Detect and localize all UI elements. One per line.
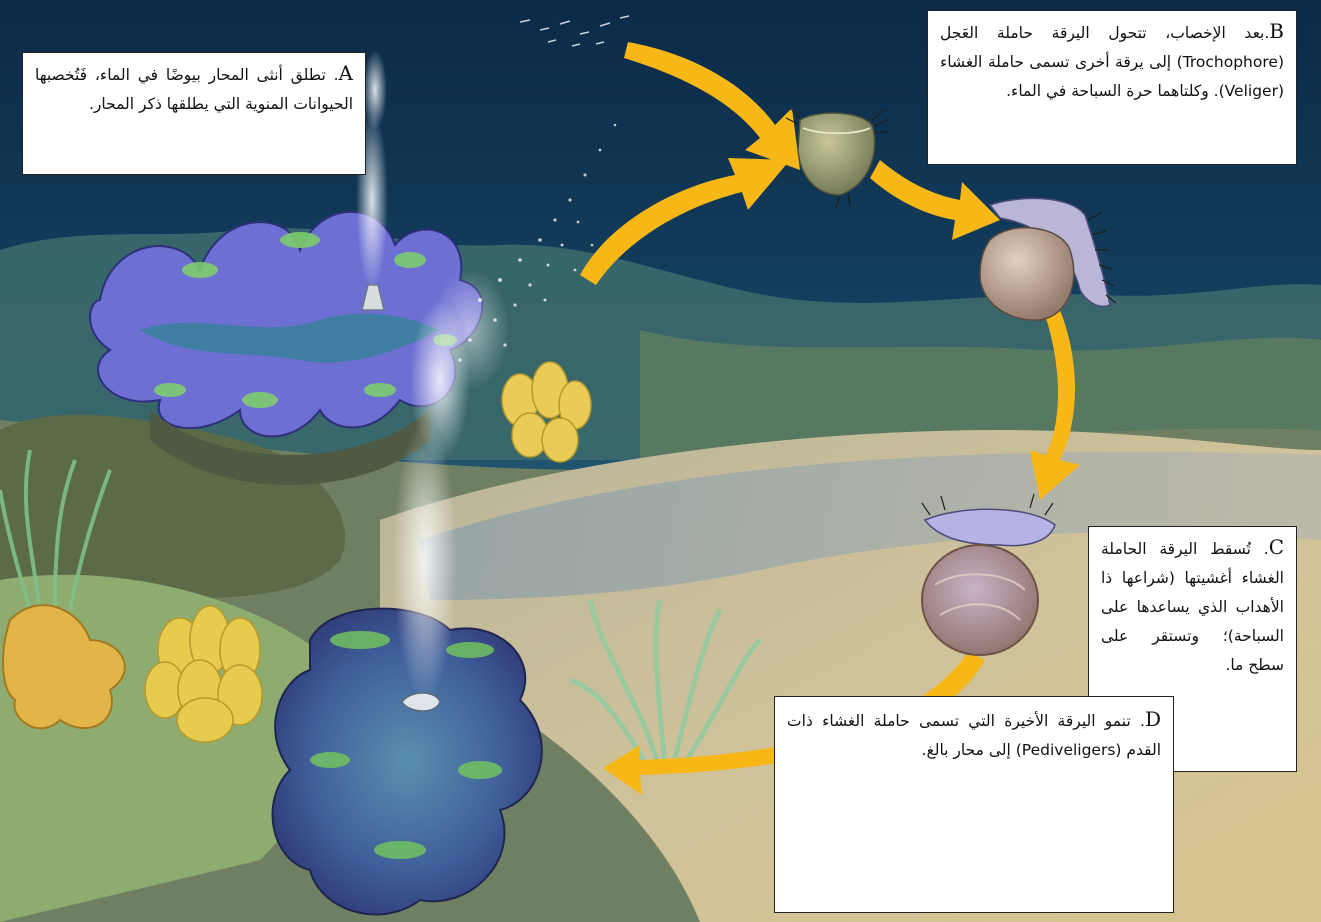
- stage-c-letter: C: [1269, 535, 1284, 559]
- stage-c-text: . تُسقط اليرقة الحاملة الغشاء أغشيتها (ش…: [1101, 540, 1284, 674]
- stage-d-text: . تنمو اليرقة الأخيرة التي تسمى حاملة ال…: [787, 712, 1161, 759]
- stage-a-text: . تطلق أنثى المحار بيوضًا في الماء، فَتُ…: [35, 66, 353, 113]
- stage-a-letter: A: [339, 61, 353, 85]
- stage-d-label: D. تنمو اليرقة الأخيرة التي تسمى حاملة ا…: [774, 696, 1174, 913]
- stage-b-label: B.بعد الإخصاب، تتحول اليرقة حاملة العَجل…: [927, 10, 1297, 165]
- stage-b-letter: B: [1269, 19, 1284, 43]
- stage-a-label: A. تطلق أنثى المحار بيوضًا في الماء، فَت…: [22, 52, 366, 175]
- stage-d-letter: D: [1145, 707, 1161, 731]
- stage-b-text: .بعد الإخصاب، تتحول اليرقة حاملة العَجل …: [940, 24, 1284, 100]
